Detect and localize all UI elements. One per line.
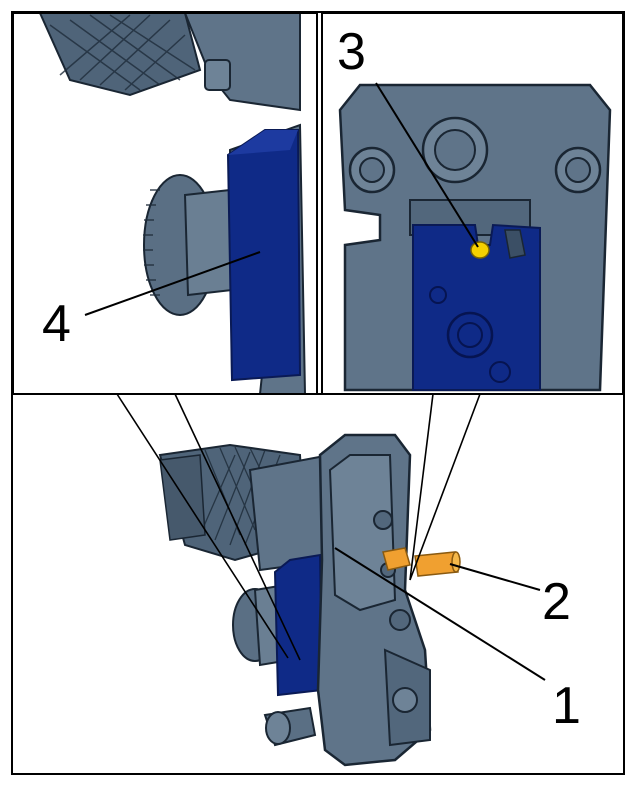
callout-label-4: 4 — [42, 295, 71, 353]
detail-panel-right — [321, 12, 624, 395]
leader-line-4 — [84, 251, 261, 316]
die-block-4 — [226, 129, 302, 382]
leader-line-3 — [375, 82, 479, 248]
leader-line-1 — [334, 547, 546, 681]
detail-panel-left — [12, 12, 318, 395]
die-block-3 — [412, 223, 541, 391]
callout-label-1: 1 — [552, 677, 581, 735]
contact-pin-2 — [382, 547, 411, 571]
leader-line-2 — [449, 563, 541, 591]
locator-ball-3 — [470, 241, 490, 259]
callout-label-3: 3 — [337, 23, 366, 81]
main-tool-view — [158, 433, 461, 767]
die-block-main — [273, 553, 324, 697]
callout-label-2: 2 — [542, 573, 571, 631]
